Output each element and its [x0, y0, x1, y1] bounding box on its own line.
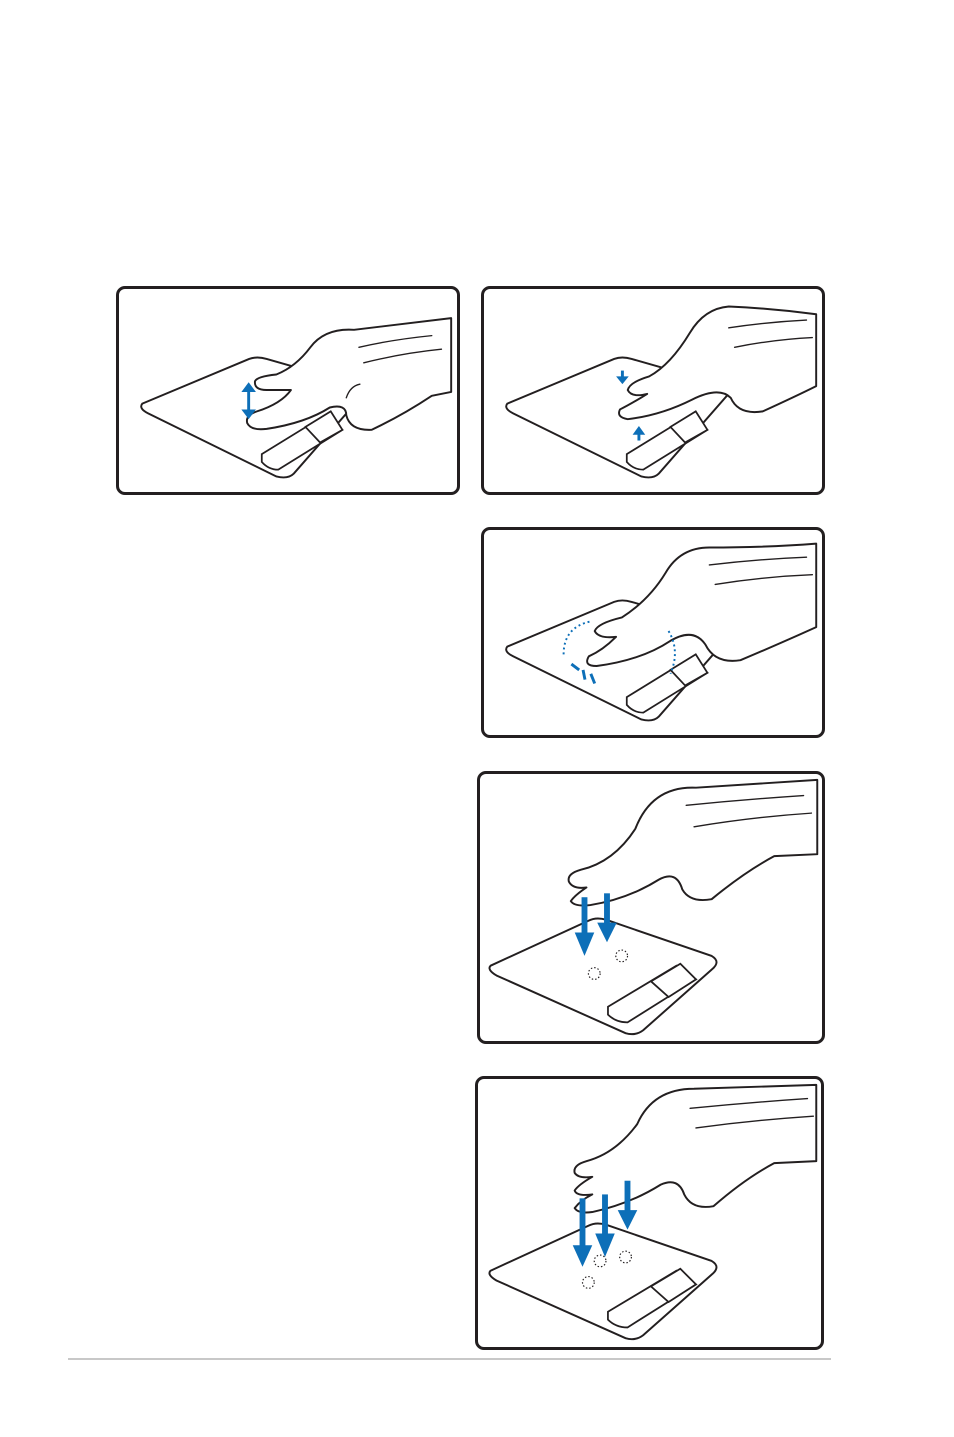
three-finger-tap-figure — [475, 1076, 824, 1350]
three-finger-tap-gesture-icon — [478, 1079, 821, 1347]
two-finger-pinch-gesture-icon — [484, 289, 822, 492]
two-finger-pinch-figure — [481, 286, 825, 495]
two-finger-rotate-figure — [481, 527, 825, 738]
two-finger-tap-gesture-icon — [480, 774, 822, 1041]
two-finger-rotate-gesture-icon — [484, 530, 822, 735]
two-finger-scroll-gesture-icon — [119, 289, 457, 492]
two-finger-tap-figure — [477, 771, 825, 1044]
footer-rule — [68, 1358, 831, 1360]
two-finger-scroll-figure — [116, 286, 460, 495]
